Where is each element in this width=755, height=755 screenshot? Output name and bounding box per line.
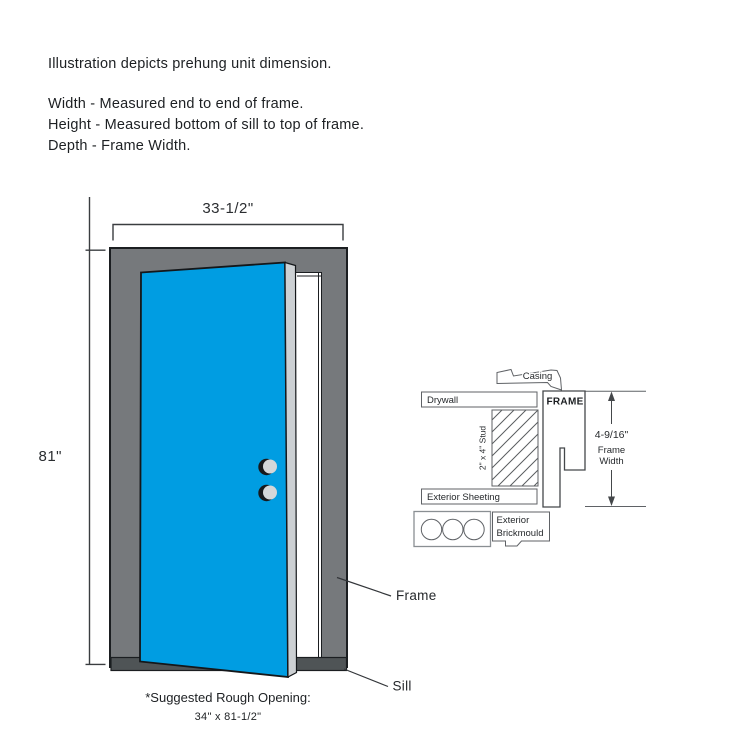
drywall-box xyxy=(421,391,538,408)
brickmould-box xyxy=(413,510,492,548)
rough-opening-size: 34" x 81-1/2" xyxy=(194,711,262,723)
frame-leader-line xyxy=(336,576,392,597)
stud-hatch-box xyxy=(491,409,539,487)
depth-definition: Depth - Frame Width. xyxy=(48,138,191,154)
brickmould-circle xyxy=(442,518,464,541)
frame-label: Frame xyxy=(396,588,437,603)
frame-width-label-line1: Frame xyxy=(598,445,625,456)
height-dimension-text: 81" xyxy=(38,448,62,465)
casing-label: Casing xyxy=(523,371,553,382)
height-definition: Height - Measured bottom of sill to top … xyxy=(48,117,365,133)
width-dimension-bracket xyxy=(112,223,344,241)
frame-profile xyxy=(542,390,586,508)
stud-label: 2" x 4" Stud xyxy=(478,426,488,471)
deadbolt-knob xyxy=(258,458,277,476)
sill-leader-line xyxy=(343,668,389,688)
frame-width-arrow-up xyxy=(608,391,615,424)
rough-opening-note: *Suggested Rough Opening: 34" x 81-1/2" xyxy=(68,690,388,723)
frame-width-dim-text: 4-9/16" xyxy=(595,429,629,441)
width-dimension-text: 33-1/2" xyxy=(202,200,253,217)
sheeting-label: Exterior Sheeting xyxy=(427,492,500,503)
header-text: Illustration depicts prehung unit dimens… xyxy=(48,54,364,157)
brickmould-circle xyxy=(420,518,443,541)
casing-profile xyxy=(496,368,563,391)
sheeting-box xyxy=(421,488,538,505)
drywall-label: Drywall xyxy=(427,395,458,406)
brickmould-label-line2: Brickmould xyxy=(497,528,544,539)
door-knob xyxy=(258,484,277,502)
frame-width-label-line2: Width xyxy=(599,456,623,467)
brickmould-label-shape xyxy=(492,511,550,547)
brickmould-circle xyxy=(463,518,485,541)
intro-line: Illustration depicts prehung unit dimens… xyxy=(48,56,332,72)
width-definition: Width - Measured end to end of frame. xyxy=(48,96,304,112)
frame-width-arrow-down xyxy=(608,470,615,506)
sill-label: Sill xyxy=(393,679,412,694)
door-edge xyxy=(284,261,298,678)
brickmould-label-line1: Exterior xyxy=(497,515,530,526)
frame-profile-label: FRAME xyxy=(547,397,584,408)
rough-opening-title: *Suggested Rough Opening: xyxy=(145,690,311,705)
